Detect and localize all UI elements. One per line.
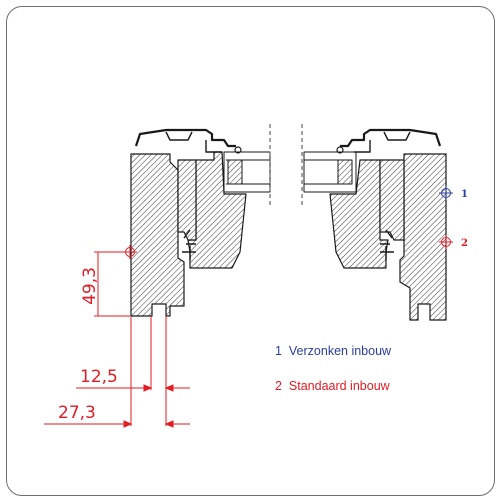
dim-label-offset-large: 27,3 xyxy=(58,403,96,423)
right-bead xyxy=(379,159,405,241)
right-alu-cap xyxy=(340,128,442,148)
left-gasket xyxy=(182,229,196,260)
right-frame-section xyxy=(399,153,447,321)
left-frame-section xyxy=(130,153,185,317)
break-lines xyxy=(269,124,303,206)
right-glass xyxy=(303,151,357,193)
left-glass xyxy=(223,151,271,193)
left-spacer xyxy=(227,159,243,185)
left-profile xyxy=(130,128,271,317)
right-profile xyxy=(303,128,447,321)
left-alu-inner xyxy=(165,131,222,153)
right-gasket xyxy=(380,229,394,260)
marker-2-label: 2 xyxy=(461,238,468,249)
dim-label-offset-small: 12,5 xyxy=(80,367,118,387)
legend-item-verzonken: 1 Verzonken inbouw xyxy=(275,344,392,358)
marker-1-label: 1 xyxy=(461,189,468,200)
left-alu-cap xyxy=(134,128,236,148)
marker-2-left xyxy=(123,245,137,259)
dim-label-height: 49,3 xyxy=(80,267,100,305)
left-bead xyxy=(177,159,197,241)
marker-2-crosshair xyxy=(439,235,453,249)
right-spacer xyxy=(337,159,353,185)
marker-1-crosshair xyxy=(439,186,453,200)
legend-item-standaard: 2 Standaard inbouw xyxy=(275,379,391,393)
right-alu-inner xyxy=(354,131,411,153)
